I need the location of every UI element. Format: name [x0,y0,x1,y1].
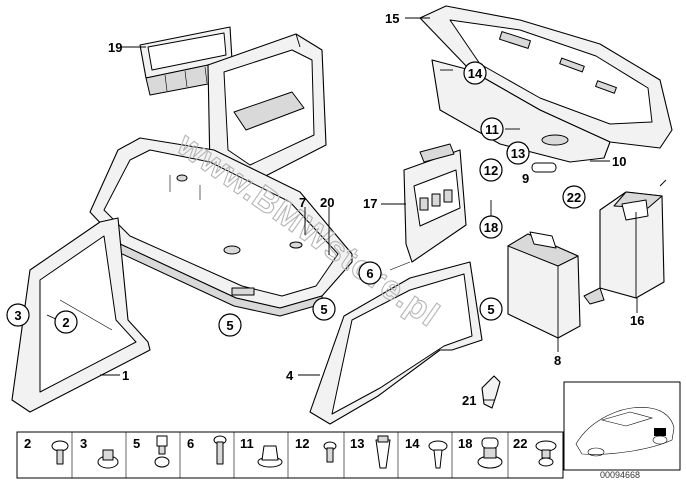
callout-4: 4 [286,368,294,383]
callout-15: 15 [385,11,399,26]
callout-16: 16 [630,313,644,328]
callout-2: 2 [54,310,78,334]
small-screw-icon [323,441,337,463]
screw-icon [213,435,227,465]
callout-17: 17 [363,196,377,211]
legend-num-6: 6 [187,436,194,451]
legend-num-13: 13 [350,436,364,451]
svg-text:11: 11 [485,122,499,137]
svg-text:14: 14 [468,66,483,81]
legend-num-14: 14 [405,436,420,451]
svg-text:2: 2 [62,315,69,330]
callout-18: 18 [479,215,503,239]
part-21-bracket [481,375,501,409]
clip-icon [154,435,170,468]
part-4-right-trim [309,261,483,425]
callout-13: 13 [506,141,530,165]
rubber-plug-icon [477,437,503,469]
callout-19: 19 [108,40,122,55]
callout-6: 6 [358,261,382,285]
floor-tray [89,137,353,317]
legend-num-3: 3 [80,436,87,451]
svg-text:18: 18 [484,220,498,235]
fastener-legend: 2 3 5 6 11 12 13 14 18 22 [16,431,564,479]
svg-text:13: 13 [511,146,525,161]
callout-10: 10 [612,154,626,169]
callout-1: 1 [122,368,129,383]
part-15-parcel-shelf [419,5,673,149]
svg-text:3: 3 [14,308,21,323]
legend-num-11: 11 [240,436,254,451]
svg-text:5: 5 [487,302,494,317]
part-9-handle [531,162,557,173]
svg-text:22: 22 [567,190,581,205]
callout-7: 7 [299,195,306,210]
legend-num-22: 22 [513,436,527,451]
part-17-switch-panel [389,143,467,271]
callout-5-tray: 5 [218,313,242,337]
callout-12: 12 [479,158,503,182]
svg-text:5: 5 [226,318,233,333]
grommet-icon [535,440,557,467]
svg-text:6: 6 [366,266,373,281]
callout-8: 8 [554,353,561,368]
callout-22: 22 [562,185,586,209]
callout-9: 9 [522,171,529,186]
expanding-nut-icon [97,449,119,469]
part-20-frame [207,33,327,189]
svg-text:12: 12 [484,163,498,178]
part-8-battery [507,231,581,339]
legend-num-12: 12 [295,436,309,451]
callout-3: 3 [6,303,30,327]
callout-14: 14 [463,61,487,85]
plug-clip-icon [257,445,283,468]
callout-11: 11 [480,117,504,141]
part-16-battery-holder [583,179,667,305]
expanding-rivet-icon [428,440,448,469]
callout-20: 20 [320,195,334,210]
legend-num-2: 2 [24,436,31,451]
callout-5-left: 5 [312,297,336,321]
legend-num-5: 5 [133,436,140,451]
legend-num-18: 18 [458,436,472,451]
part-10-trunk-panel [431,59,611,163]
spring-clip-icon [375,435,391,469]
callout-21: 21 [462,393,476,408]
svg-text:5: 5 [320,302,327,317]
push-rivet-icon [51,440,69,465]
reference-number: 00094668 [600,470,640,480]
car-thumbnail [563,381,681,471]
callout-5-right: 5 [479,297,503,321]
